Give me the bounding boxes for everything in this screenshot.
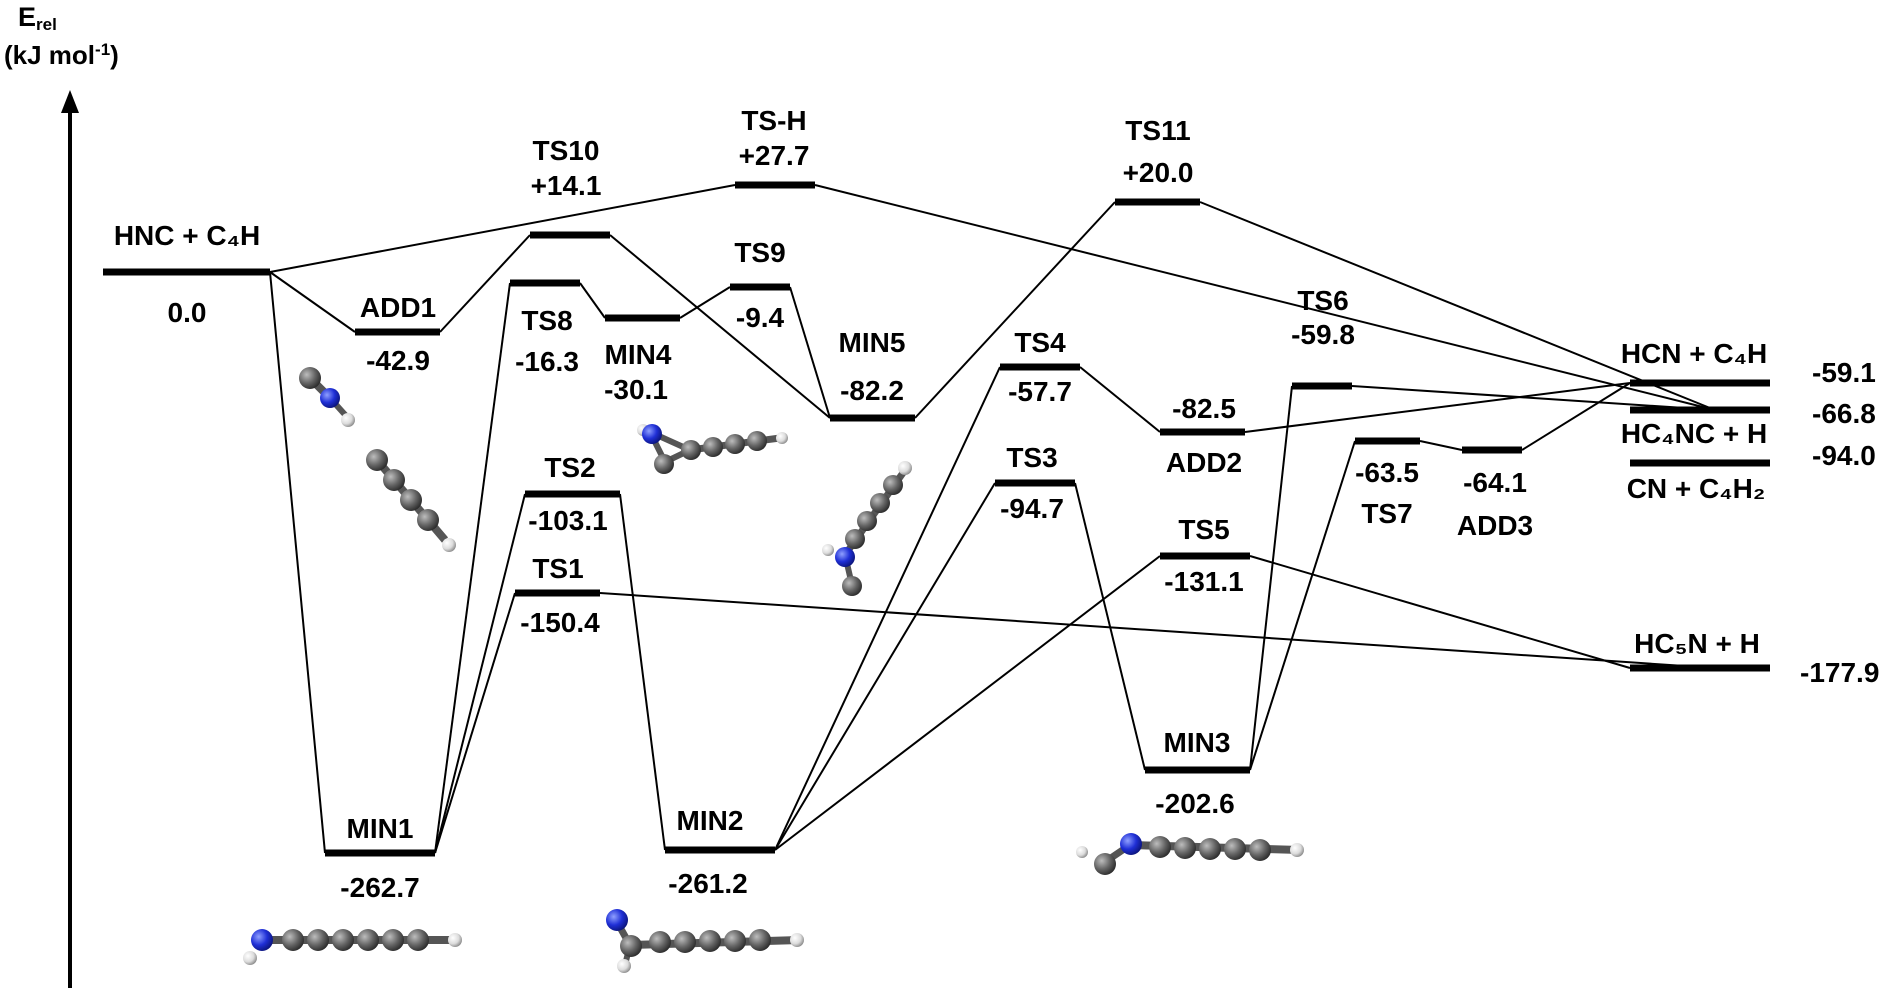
ts4-name: TS4 <box>1014 327 1066 358</box>
add3-energy: -64.1 <box>1463 467 1527 498</box>
add2-name: ADD2 <box>1166 447 1242 478</box>
energy-axis <box>61 90 79 988</box>
molecule-min3 <box>1076 833 1304 875</box>
hc4nc-name: HC₄NC + H <box>1621 418 1767 449</box>
hcn-energy: -59.1 <box>1812 357 1876 388</box>
add3-name: ADD3 <box>1457 510 1533 541</box>
energy-levels <box>103 181 1770 857</box>
ts2-energy: -103.1 <box>528 505 607 536</box>
min1-energy: -262.7 <box>340 872 419 903</box>
molecule-min1 <box>243 929 462 965</box>
tsh-energy: +27.7 <box>739 140 810 171</box>
ts6-energy: -59.8 <box>1291 319 1355 350</box>
hc5n-name: HC₅N + H <box>1634 628 1760 659</box>
hcn-name: HCN + C₄H <box>1621 338 1767 369</box>
ts1-name: TS1 <box>532 553 583 584</box>
axis-symbol: Erel <box>18 2 57 34</box>
reactants-energy: 0.0 <box>168 297 207 328</box>
add1-energy: -42.9 <box>366 345 430 376</box>
molecule-min5 <box>822 461 912 596</box>
molecule-min4 <box>637 424 788 474</box>
min5-energy: -82.2 <box>840 375 904 406</box>
reactants-name: HNC + C₄H <box>114 220 260 251</box>
connection-lines <box>269 184 1716 854</box>
min5-name: MIN5 <box>839 327 906 358</box>
tsh-name: TS-H <box>741 105 806 136</box>
add1-name: ADD1 <box>360 292 436 323</box>
ts1-energy: -150.4 <box>520 607 600 638</box>
ts9-name: TS9 <box>734 237 785 268</box>
ts2-name: TS2 <box>544 452 595 483</box>
ts7-energy: -63.5 <box>1355 457 1419 488</box>
min3-energy: -202.6 <box>1155 788 1234 819</box>
hc4nc-energy: -66.8 <box>1812 398 1876 429</box>
ts7-name: TS7 <box>1361 498 1412 529</box>
ts11-energy: +20.0 <box>1123 157 1194 188</box>
ts8-energy: -16.3 <box>515 346 579 377</box>
add2-energy: -82.5 <box>1172 393 1236 424</box>
ts5-name: TS5 <box>1178 514 1229 545</box>
ts9-energy: -9.4 <box>736 302 785 333</box>
hc5n-energy: -177.9 <box>1800 657 1879 688</box>
min4-name: MIN4 <box>605 339 672 370</box>
molecule-add1 <box>299 367 456 552</box>
axis-unit: (kJ mol-1) <box>4 40 119 70</box>
min1-name: MIN1 <box>347 813 414 844</box>
ts3-energy: -94.7 <box>1000 493 1064 524</box>
min3-name: MIN3 <box>1164 727 1231 758</box>
molecule-min2 <box>606 909 804 973</box>
ts10-energy: +14.1 <box>531 170 602 201</box>
min2-name: MIN2 <box>677 805 744 836</box>
cn-name: CN + C₄H₂ <box>1627 473 1766 504</box>
ts6-name: TS6 <box>1297 285 1348 316</box>
min4-energy: -30.1 <box>604 374 668 405</box>
level-labels: HNC + C₄H 0.0 ADD1 -42.9 TS10 +14.1 TS-H… <box>114 105 1880 903</box>
ts10-name: TS10 <box>533 135 600 166</box>
ts11-name: TS11 <box>1125 115 1190 146</box>
ts5-energy: -131.1 <box>1164 566 1243 597</box>
ts4-energy: -57.7 <box>1008 376 1072 407</box>
cn-energy: -94.0 <box>1812 440 1876 471</box>
min2-energy: -261.2 <box>668 868 747 899</box>
ts3-name: TS3 <box>1006 442 1057 473</box>
ts8-name: TS8 <box>521 305 572 336</box>
